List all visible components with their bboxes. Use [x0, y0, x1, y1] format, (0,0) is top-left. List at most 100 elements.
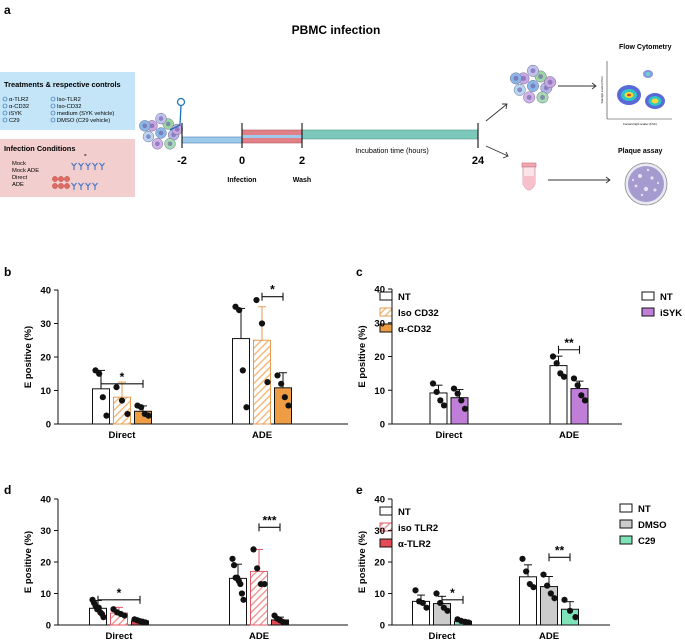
y-tick-label: 10 [374, 386, 385, 397]
antibody-icon [99, 162, 105, 170]
data-point [547, 590, 554, 597]
x-category-label: Direct [106, 631, 134, 641]
plaque-spot [643, 186, 649, 192]
legend-swatch [619, 519, 633, 529]
data-point [574, 382, 581, 389]
data-point [465, 619, 472, 626]
incubation-label: Incubation time (hours) [355, 146, 429, 155]
data-point [96, 370, 103, 377]
data-point [519, 555, 526, 562]
legend-label: Iso CD32 [398, 308, 439, 319]
legend-swatch [641, 307, 655, 317]
data-point [239, 367, 246, 374]
y-tick-label: 20 [374, 352, 385, 363]
flow-cytometry-label: Flow Cytometry [619, 44, 672, 51]
data-point [229, 555, 236, 562]
legend-label: iso TLR2 [398, 523, 438, 534]
timeline-tick-0: 0 [239, 155, 245, 167]
data-point [99, 394, 106, 401]
antibody-icon [71, 182, 77, 190]
cell-nucleus [167, 141, 173, 147]
legend-label: NT [398, 507, 411, 518]
y-tick-label: 20 [40, 353, 51, 364]
data-point [437, 397, 444, 404]
antibody-icon [71, 162, 77, 170]
treatment-bullet-icon [2, 110, 8, 116]
data-point [278, 380, 285, 387]
y-tick-label: 40 [374, 495, 385, 506]
cell-icon [536, 91, 549, 104]
cell-icon [523, 91, 536, 104]
data-point [561, 596, 568, 603]
legend-label: α-CD32 [398, 324, 431, 335]
data-point [523, 568, 530, 575]
data-point [412, 587, 419, 594]
conditions-dash: - [84, 150, 87, 159]
data-point [253, 296, 260, 304]
virus-icon [58, 183, 64, 189]
y-axis-label: E positive (%) [23, 531, 34, 593]
significance-label: ** [555, 543, 565, 557]
legend-label: NT [660, 292, 673, 303]
data-point [237, 580, 244, 588]
timeline-tick-2: 2 [299, 155, 305, 167]
infection-label: Infection [227, 177, 256, 184]
conditions-box: Infection Conditions - Mock Mock ADE Dir… [0, 139, 135, 197]
cell-nucleus [158, 130, 164, 136]
antibody-shape [99, 162, 105, 170]
treatment-right-item: DMSO (C29 vehicle) [57, 118, 110, 124]
data-point [429, 380, 437, 387]
treatment-bullet-icon [2, 103, 8, 109]
pbmc-cells-output-icon [509, 64, 557, 104]
data-point [230, 562, 238, 569]
plaque-spots [631, 168, 660, 197]
y-tick-label: 30 [374, 318, 385, 329]
cell-icon [151, 138, 164, 150]
treatment-bullet-icon [50, 117, 56, 123]
cell-nucleus [158, 116, 164, 121]
data-point [142, 619, 149, 626]
plaque-spot [656, 181, 660, 185]
data-point [458, 397, 465, 404]
treatment-bullet-icon [2, 96, 8, 102]
data-point [100, 614, 107, 621]
treatments-title: Treatments & respective controls [4, 80, 121, 89]
y-tick-label: 10 [40, 589, 51, 600]
x-category-label: Direct [436, 430, 464, 441]
y-tick-label: 40 [374, 285, 385, 296]
cell-icon [544, 76, 557, 89]
flow-xlabel: Forward light scatter (FSC) [623, 122, 657, 126]
y-axis-label: E positive (%) [357, 325, 368, 387]
cell-icon [509, 72, 522, 85]
data-point [551, 595, 558, 602]
cell-nucleus [538, 74, 544, 79]
treatment-left-item: C29 [9, 118, 20, 124]
legend-label: NT [638, 504, 651, 515]
data-point [103, 412, 110, 419]
cell-nucleus [547, 79, 553, 85]
plaque-spot [653, 188, 657, 192]
panel-label: d [4, 483, 11, 497]
plaque-spot [631, 178, 635, 182]
virus-icon [58, 176, 64, 182]
data-point [250, 546, 257, 553]
data-point [433, 590, 440, 597]
x-category-label: ADE [559, 430, 579, 441]
y-tick-label: 30 [374, 526, 385, 537]
y-tick-label: 30 [40, 526, 51, 537]
plaque-assay-dish: Plaque assay [618, 148, 668, 206]
data-point [581, 397, 589, 404]
plaque-spot [634, 184, 638, 188]
x-category-label: Direct [109, 430, 137, 441]
virus-icon [52, 183, 58, 189]
data-point [258, 320, 266, 327]
y-tick-label: 0 [380, 420, 385, 431]
cell-icon [164, 138, 176, 150]
timeline-tick-24: 24 [472, 155, 485, 167]
treatment-right-item: Iso-TLR2 [57, 97, 81, 103]
timeline: -2 0 2 24 Infection Wash Incubation time… [177, 123, 485, 184]
